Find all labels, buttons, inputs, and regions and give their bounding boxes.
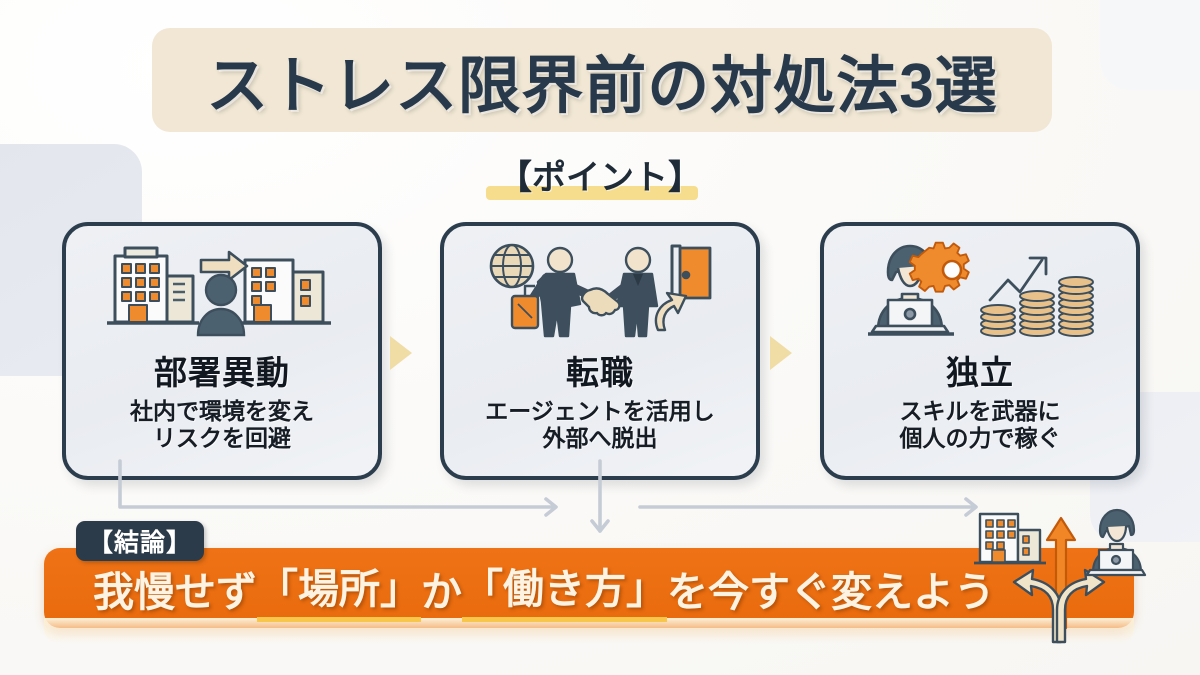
card-subtitle-line-1: エージェントを活用し xyxy=(485,398,715,424)
point-label-highlight xyxy=(486,186,698,200)
arrow-triangle-1 xyxy=(390,336,412,370)
conclusion-highlight-1: 「場所」 xyxy=(257,555,421,622)
card-subtitle-line-2: リスクを回避 xyxy=(153,425,291,452)
conclusion-highlight-2: 「働き方」 xyxy=(462,555,667,622)
three-way-branch-arrow-icon xyxy=(974,508,1147,644)
arrow-triangle-2 xyxy=(770,336,792,370)
page-title: ストレス限界前の対処法3選 xyxy=(206,52,998,121)
card-subtitle: 社内で環境を変え リスクを回避 xyxy=(130,398,314,452)
card-title: 転職 xyxy=(566,354,634,391)
conclusion-text: 我慢せず 「場所」 か 「働き方」 を今すぐ変えよう xyxy=(44,548,1044,628)
conclusion-segment-2: か xyxy=(421,569,462,615)
title-banner xyxy=(152,28,1052,132)
card-subtitle-line-1: スキルを武器に xyxy=(899,398,1061,424)
conclusion-badge: 【結論】 xyxy=(76,521,205,561)
step-card-department-transfer[interactable]: 部署異動 社内で環境を変え リスクを回避 xyxy=(62,222,382,480)
conclusion-banner xyxy=(44,548,1134,628)
card-subtitle-line-2: 個人の力で稼ぐ xyxy=(899,425,1061,452)
card-subtitle: エージェントを活用し 外部へ脱出 xyxy=(485,398,715,452)
conclusion-segment-1: 我慢せず xyxy=(93,569,257,615)
background-decoration-top-right xyxy=(1100,0,1200,90)
handshake-job-change-icon xyxy=(480,236,720,344)
office-transfer-icon xyxy=(97,236,347,344)
card-title: 部署異動 xyxy=(154,354,290,391)
freelance-laptop-coins-icon xyxy=(862,236,1098,344)
card-title: 独立 xyxy=(946,354,1014,391)
conclusion-banner-glow xyxy=(44,618,1134,644)
step-card-job-change[interactable]: 転職 エージェントを活用し 外部へ脱出 xyxy=(440,222,760,480)
point-label: 【ポイント】 xyxy=(498,159,702,197)
card-subtitle: スキルを武器に 個人の力で稼ぐ xyxy=(900,398,1061,452)
conclusion-segment-3: を今すぐ変えよう xyxy=(667,569,995,615)
flow-connectors xyxy=(118,459,978,533)
point-label-wrapper: 【ポイント】 xyxy=(0,150,1200,200)
step-card-independence[interactable]: 独立 スキルを武器に 個人の力で稼ぐ xyxy=(820,222,1140,480)
card-subtitle-line-2: 外部へ脱出 xyxy=(542,425,658,452)
card-subtitle-line-1: 社内で環境を変え xyxy=(130,398,314,424)
